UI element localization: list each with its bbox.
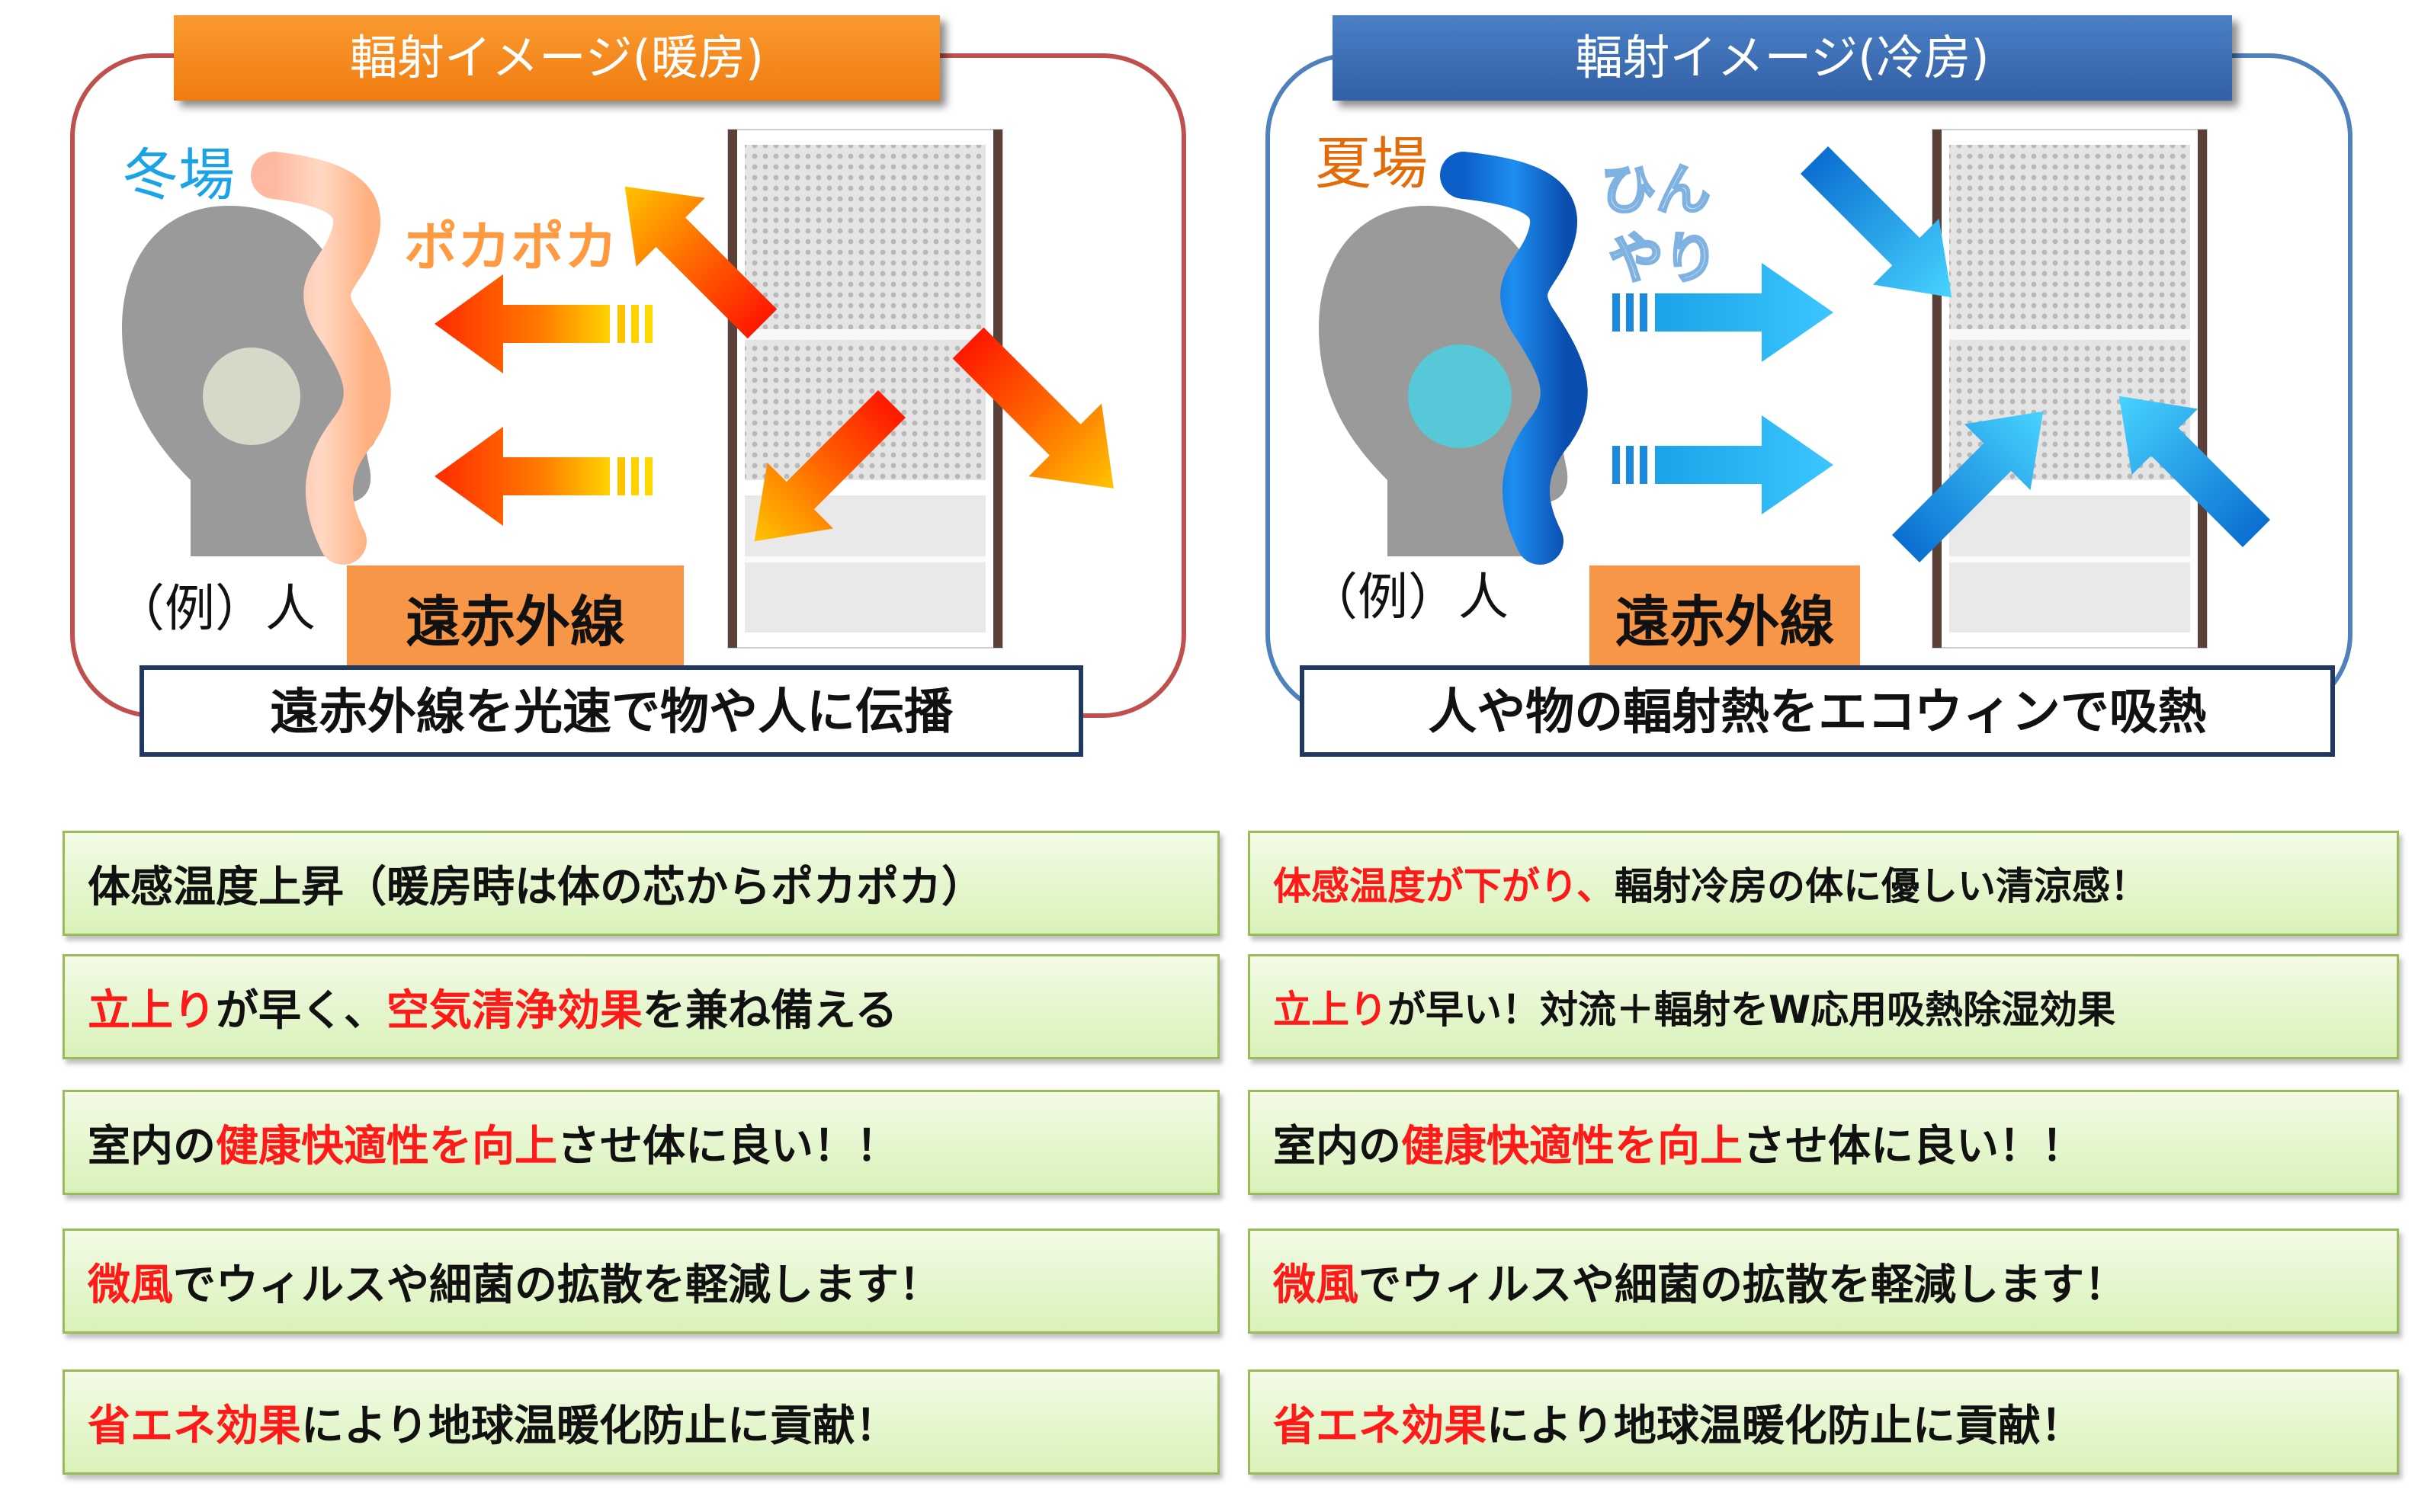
feature-text: 室内の <box>88 1121 216 1171</box>
feature-highlight-text: 体感温度が下がり、 <box>1273 864 1615 908</box>
warm-example-label: （例）人 <box>114 579 316 638</box>
feature-text: 体感温度上昇（暖房時は体の芯からポカポカ） <box>88 862 984 912</box>
arrow-icon <box>624 186 778 339</box>
warm-season-label: 冬場 <box>122 143 235 208</box>
radiant-panel-icon <box>727 129 1003 649</box>
feature-text: により地球温暖化防止に貢献！ <box>301 1401 898 1451</box>
feature-row: 体感温度が下がり、輻射冷房の体に優しい清涼感！ <box>1248 831 2399 936</box>
arrow-icon <box>1891 411 2044 563</box>
arrow-icon <box>952 327 1114 489</box>
feature-row: 体感温度上昇（暖房時は体の芯からポカポカ） <box>63 831 1220 936</box>
feature-text: が早い！対流＋輻射をW応用吸熱除湿効果 <box>1387 988 2116 1032</box>
cool-onomatopoeia-bottom: やり <box>1607 226 1719 292</box>
feature-row: 省エネ効果により地球温暖化防止に貢献！ <box>1248 1369 2399 1475</box>
feature-text: でウィルスや細菌の拡散を軽減します！ <box>1358 1260 2127 1310</box>
feature-highlight-text: 健康快適性を向上 <box>216 1121 557 1171</box>
wave-icon <box>251 152 391 565</box>
arrow-icon <box>435 274 653 373</box>
feature-text: を兼ね備える <box>643 985 898 1036</box>
feature-text: でウィルスや細菌の拡散を軽減します！ <box>173 1260 941 1310</box>
warm-ray-label: 遠赤外線 <box>347 565 684 678</box>
arrow-icon <box>435 427 653 526</box>
feature-highlight-text: 省エネ効果 <box>88 1401 301 1451</box>
cool-ray-label: 遠赤外線 <box>1589 565 1860 678</box>
wave-icon <box>1440 152 1588 565</box>
feature-highlight-text: 立上り <box>88 985 216 1036</box>
feature-text: により地球温暖化防止に貢献！ <box>1487 1401 2083 1451</box>
cool-banner: 輻射イメージ(冷房) <box>1333 15 2232 101</box>
cool-onomatopoeia-top: ひん <box>1599 157 1711 223</box>
feature-row: 立上りが早く、空気清浄効果を兼ね備える <box>63 954 1220 1059</box>
feature-row: 微風でウィルスや細菌の拡散を軽減します！ <box>63 1228 1220 1334</box>
radiant-panel-icon <box>1932 129 2208 649</box>
warm-caption: 遠赤外線を光速で物や人に伝播 <box>140 665 1083 757</box>
cool-example-label: （例）人 <box>1307 568 1509 626</box>
feature-highlight-text: 健康快適性を向上 <box>1401 1121 1743 1171</box>
arrow-icon <box>2118 396 2271 548</box>
feature-text: 輻射冷房の体に優しい清涼感！ <box>1615 864 2148 908</box>
arrow-icon <box>1612 415 1833 514</box>
feature-highlight-text: 微風 <box>1273 1260 1358 1310</box>
warm-banner: 輻射イメージ(暖房) <box>174 15 940 101</box>
arrow-icon <box>1800 146 1952 298</box>
feature-highlight-text: 立上り <box>1273 988 1387 1032</box>
feature-row: 省エネ効果により地球温暖化防止に貢献！ <box>63 1369 1220 1475</box>
feature-text: が早く、 <box>216 985 386 1036</box>
cool-season-label: 夏場 <box>1315 131 1428 197</box>
arrow-icon <box>754 389 906 542</box>
cool-caption: 人や物の輻射熱をエコウィンで吸熱 <box>1300 665 2335 757</box>
feature-row: 室内の健康快適性を向上させ体に良い！！ <box>63 1090 1220 1195</box>
feature-row: 室内の健康快適性を向上させ体に良い！！ <box>1248 1090 2399 1195</box>
feature-row: 微風でウィルスや細菌の拡散を軽減します！ <box>1248 1228 2399 1334</box>
arrow-icon <box>1612 263 1833 362</box>
feature-highlight-text: 微風 <box>88 1260 173 1310</box>
feature-text: させ体に良い！！ <box>1743 1121 2084 1171</box>
feature-row: 立上りが早い！対流＋輻射をW応用吸熱除湿効果 <box>1248 954 2399 1059</box>
feature-highlight-text: 省エネ効果 <box>1273 1401 1487 1451</box>
feature-text: させ体に良い！！ <box>557 1121 899 1171</box>
warm-onomatopoeia: ポカポカ <box>404 216 617 278</box>
feature-highlight-text: 空気清浄効果 <box>386 985 643 1036</box>
feature-text: 室内の <box>1273 1121 1401 1171</box>
